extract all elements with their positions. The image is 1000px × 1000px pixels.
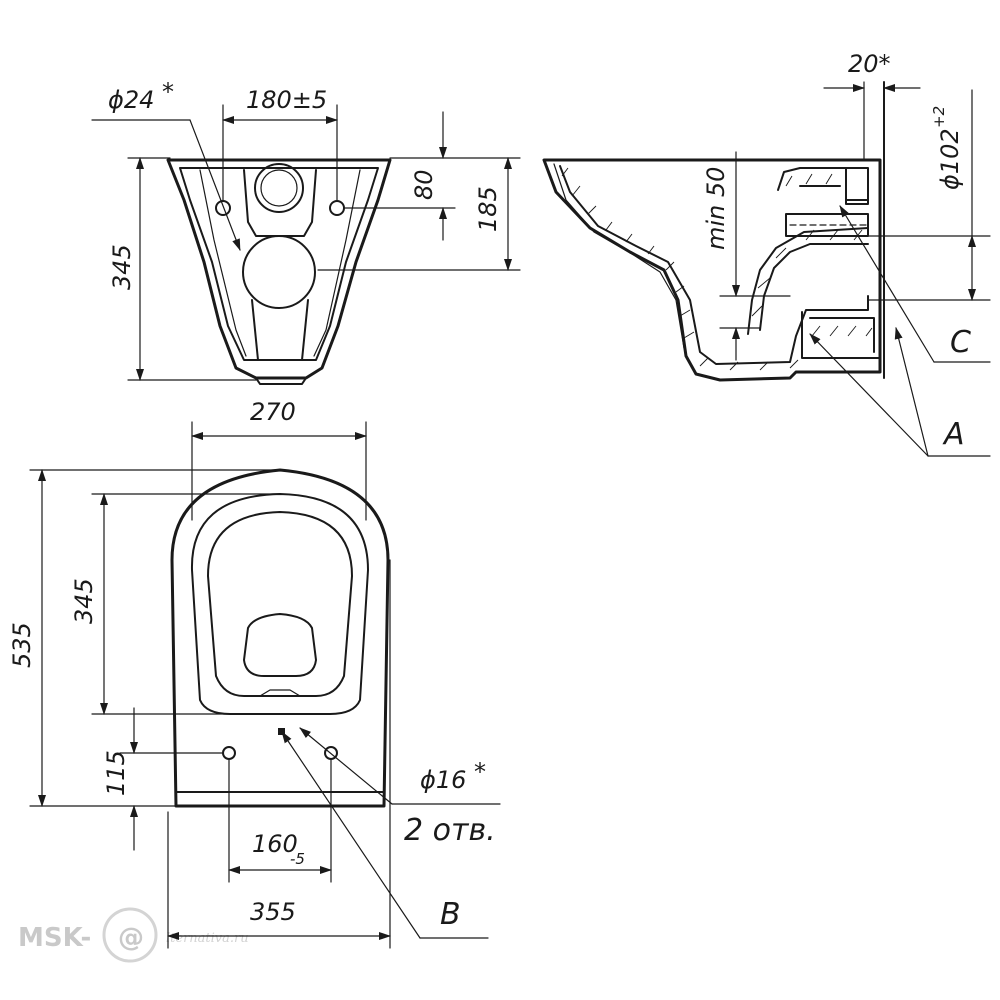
front-bowl-outline [166,158,392,380]
dim-535-text: 535 [8,622,36,668]
dim-24-leader [189,119,241,251]
plan-hole-right [324,746,338,760]
watermark-circle [102,907,158,963]
side-bowl-outer [542,158,882,382]
dim-80-text: 80 [410,169,438,200]
side-flush-inlet [845,167,869,205]
dim-180-text: 180±5 [246,86,327,114]
label-a: A [942,417,965,452]
dim-345b-text: 345 [70,578,98,624]
side-trap [747,227,869,335]
dim-16-mark: * [474,758,486,786]
holes-count-text: 2 отв. [404,813,496,848]
dim-24-mark: * [162,78,174,106]
dim-20-text: 20* [848,50,891,78]
watermark: MSK- @ lternativa.ru [18,907,249,963]
dim-min50-text: min 50 [702,167,730,250]
side-outlet-pipe [785,213,869,237]
front-view: 180±5 ϕ24 * 345 80 185 [91,78,521,385]
front-hole-right [329,200,345,216]
front-hole-left [215,200,231,216]
label-b: B [440,897,461,932]
leader-16 [299,727,393,805]
front-rear-housing [243,169,317,237]
plan-view: 270 535 345 115 160 -5 355 ϕ16 * 2 отв. [8,398,501,949]
dim-355-text: 355 [250,898,296,926]
dim-160-tol: -5 [290,850,305,868]
dim-185-text: 185 [474,186,502,232]
dim-24-text: ϕ24 [108,86,154,114]
dim-16-text: ϕ16 [420,766,466,794]
plan-body-outline [170,468,390,808]
front-bottom-lip [255,377,307,385]
front-outlet-small [254,163,304,213]
dim-345-text: 345 [108,244,136,290]
leader-b [281,731,421,939]
dim-115-text: 115 [102,750,130,796]
front-outlet-big [242,235,316,309]
watermark-at: @ [118,923,144,953]
label-c: C [950,325,971,360]
plan-hole-left [222,746,236,760]
front-bowl-inner [179,167,379,361]
front-spout [251,299,309,361]
plan-hinge [259,689,301,697]
front-outlet-small-inner [260,169,298,207]
side-rim [777,167,869,201]
watermark-right: lternativa.ru [166,931,249,946]
side-view: 20* ϕ102 +2 min 50 C A [542,50,991,457]
leader-c [839,205,935,363]
dim-102-tol: +2 [930,106,948,128]
leader-a-1 [809,333,929,457]
watermark-left: MSK- [18,923,91,953]
dim-270-text: 270 [250,398,296,426]
dim-102-text: ϕ102 [936,128,964,190]
front-inner-wall [199,169,361,357]
side-bowl-inner [559,165,869,365]
side-bracket [801,311,881,359]
plan-opening [243,613,317,677]
plan-seat-inner [207,511,353,697]
side-channel [553,163,685,349]
dim-160-text: 160 [252,830,298,858]
leader-a-2 [894,327,929,457]
